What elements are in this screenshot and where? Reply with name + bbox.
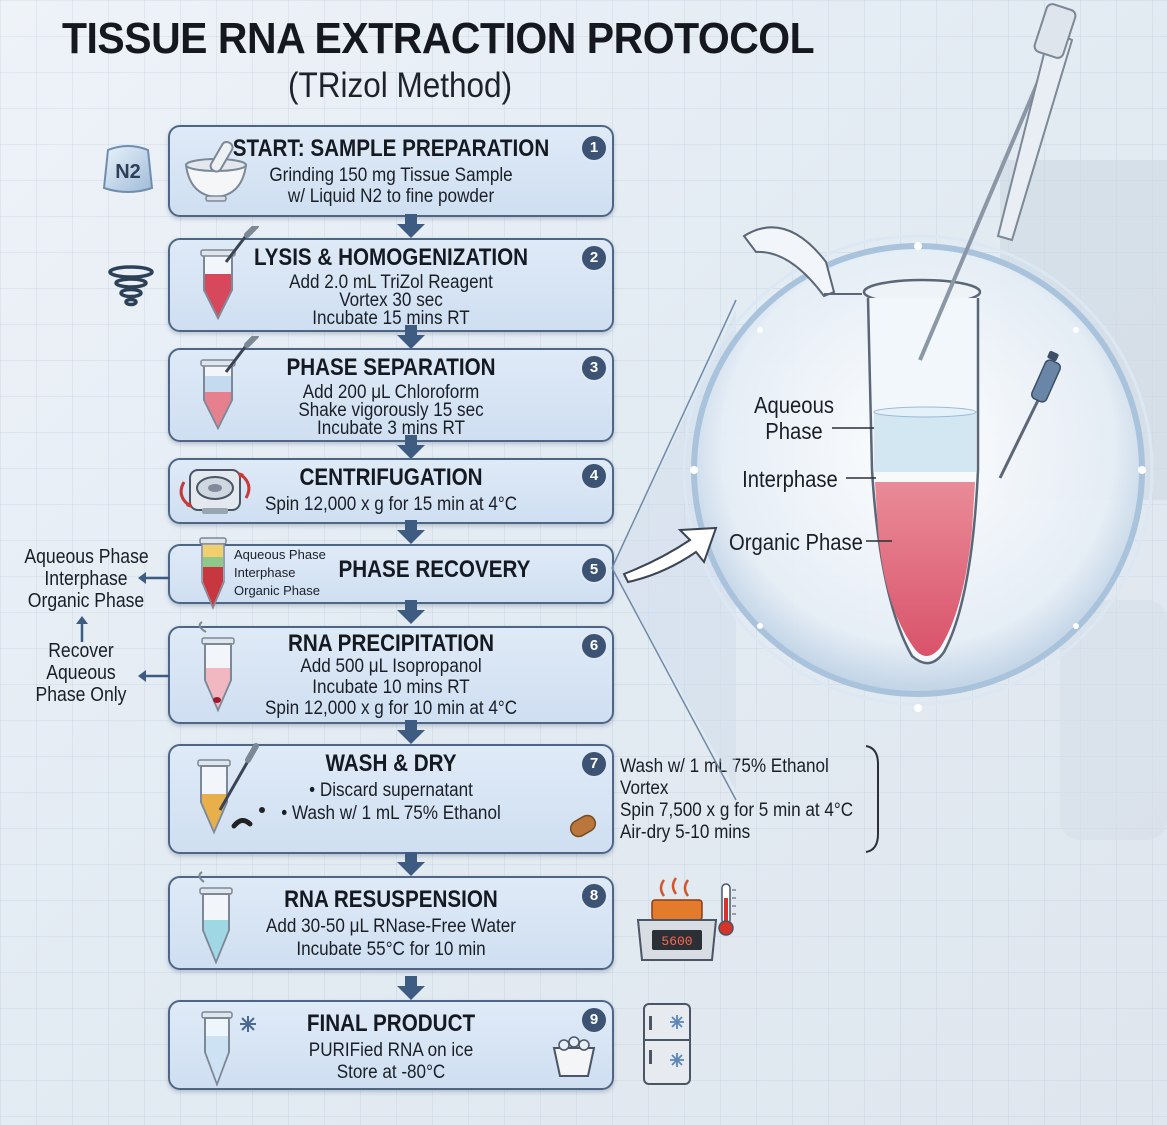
wash-note-1: Wash w/ 1 mL 75% Ethanol: [620, 756, 829, 777]
step-7-badge: 7: [582, 752, 606, 776]
step-1-title: START: SAMPLE PREPARATION: [232, 135, 550, 162]
step-6-line-2: Incubate 10 mins RT: [312, 677, 470, 698]
tube-layered-icon: [200, 336, 259, 431]
step-8-line-1: Add 30-50 μL RNase-Free Water: [265, 916, 516, 937]
step-8-title: RNA RESUSPENSION: [284, 886, 498, 913]
tube-red-icon: [200, 226, 259, 321]
tube-label-aqueous: Aqueous Phase: [234, 547, 326, 562]
pellet-capsule-icon: [569, 814, 597, 838]
tube-label-interphase: Interphase: [234, 565, 296, 580]
flow-arrow-3: [397, 435, 425, 459]
step-6-box: RNA PRECIPITATION Add 500 μL Isopropanol…: [168, 621, 614, 724]
recover-note-2: Aqueous: [46, 662, 116, 684]
step-9-line-2: Store at -80°C: [336, 1062, 446, 1083]
step-3-line-3: Incubate 3 mins RT: [317, 418, 465, 439]
flow-arrow-6: [397, 720, 425, 744]
step-1-box: START: SAMPLE PREPARATION Grinding 150 m…: [168, 125, 614, 217]
step-3-badge: 3: [582, 356, 606, 380]
step-9-box: FINAL PRODUCT PURIFied RNA on ice Store …: [168, 1000, 614, 1090]
flow-arrow-2: [397, 325, 425, 349]
step-7-box: WASH & DRY • Discard supernatant • Wash …: [168, 743, 614, 854]
left-arrow-phases: [138, 572, 170, 584]
wash-note-4: Air-dry 5-10 mins: [620, 822, 751, 843]
tube-ice-icon: [201, 1011, 256, 1087]
zoom-label-interphase: Interphase: [742, 466, 838, 492]
step-6-line-1: Add 500 μL Isopropanol: [300, 656, 482, 677]
recover-note-1: Recover: [48, 640, 114, 662]
recover-note-3: Phase Only: [35, 684, 127, 706]
phase-note-organic: Organic Phase: [27, 590, 145, 612]
flow-arrow-7: [397, 852, 425, 876]
step-1-badge: 1: [582, 136, 606, 160]
mortar-pestle-icon: [184, 141, 248, 202]
up-arrow-recover: [76, 616, 88, 642]
step-1-line-1: Grinding 150 mg Tissue Sample: [269, 165, 513, 186]
step-2-line-3: Incubate 15 mins RT: [312, 308, 470, 329]
step-6-badge: 6: [582, 634, 606, 658]
phase-note-aqueous: Aqueous Phase: [24, 546, 149, 568]
tube-wash-icon: [197, 743, 265, 835]
wash-note-3: Spin 7,500 x g for 5 min at 4°C: [620, 800, 854, 821]
step-2-line-1: Add 2.0 mL TriZol Reagent: [289, 272, 493, 293]
zoom-label-aqueous-1: Aqueous: [754, 392, 834, 418]
heater-display: 5600: [661, 934, 692, 949]
step-5-badge: 5: [582, 558, 606, 582]
flow-arrow-5: [397, 600, 425, 624]
step-5-title: PHASE RECOVERY: [338, 556, 531, 583]
flow-arrow-8: [397, 976, 425, 1000]
n2-label: N2: [115, 161, 141, 183]
step-5-box: Aqueous Phase Interphase Organic Phase P…: [168, 537, 614, 610]
vortex-icon: [108, 265, 154, 307]
wash-note-2: Vortex: [620, 778, 669, 799]
step-3-line-1: Add 200 μL Chloroform: [302, 382, 480, 403]
step-7-line-2: • Wash w/ 1 mL 75% Ethanol: [281, 803, 501, 824]
step-8-badge: 8: [582, 884, 606, 908]
page-subtitle: (TRizol Method): [288, 66, 513, 105]
step-6-line-3: Spin 12,000 x g for 10 min at 4°C: [264, 698, 518, 719]
left-arrow-recover: [138, 670, 170, 682]
step-7-title: WASH & DRY: [325, 750, 457, 777]
heat-block-icon: 5600: [636, 877, 736, 961]
flow-arrow-4: [397, 520, 425, 544]
step-3-title: PHASE SEPARATION: [286, 354, 496, 381]
step-3-box: PHASE SEPARATION Add 200 μL Chloroform S…: [168, 336, 614, 442]
wash-bracket: [865, 745, 879, 853]
tube-pellet-icon: [198, 621, 235, 713]
step-4-title: CENTRIFUGATION: [299, 464, 483, 491]
step-2-badge: 2: [582, 246, 606, 270]
step-2-title: LYSIS & HOMOGENIZATION: [253, 244, 529, 271]
step-8-box: RNA RESUSPENSION Add 30-50 μL RNase-Free…: [168, 871, 614, 970]
page-title: TISSUE RNA EXTRACTION PROTOCOL: [62, 14, 815, 63]
step-4-badge: 4: [582, 464, 606, 488]
phase-note-interphase: Interphase: [44, 568, 128, 590]
step-3-line-2: Shake vigorously 15 sec: [298, 400, 484, 421]
step-6-title: RNA PRECIPITATION: [287, 630, 495, 657]
three-phase-tube-icon: [199, 537, 227, 610]
centrifuge-icon: [179, 469, 251, 514]
flow-arrow-1: [397, 214, 425, 238]
freezer-icon: [643, 1003, 691, 1085]
ice-bucket-icon: [552, 1036, 596, 1077]
step-8-line-2: Incubate 55°C for 10 min: [296, 939, 486, 960]
zoom-label-aqueous-2: Phase: [765, 418, 823, 444]
liquid-nitrogen-icon: N2: [102, 145, 154, 193]
step-9-line-1: PURIFied RNA on ice: [308, 1040, 474, 1061]
step-4-box: CENTRIFUGATION Spin 12,000 x g for 15 mi…: [168, 458, 614, 524]
tube-blue-icon: [198, 871, 233, 965]
tube-label-organic: Organic Phase: [234, 583, 320, 598]
zoom-label-organic: Organic Phase: [729, 529, 863, 555]
step-2-box: LYSIS & HOMOGENIZATION Add 2.0 mL TriZol…: [168, 226, 614, 332]
step-2-line-2: Vortex 30 sec: [339, 290, 443, 311]
step-4-line-1: Spin 12,000 x g for 15 min at 4°C: [264, 494, 518, 515]
step-7-line-1: • Discard supernatant: [309, 780, 473, 801]
step-1-line-2: w/ Liquid N2 to fine powder: [287, 186, 495, 207]
step-9-title: FINAL PRODUCT: [306, 1010, 476, 1037]
step-9-badge: 9: [582, 1008, 606, 1032]
